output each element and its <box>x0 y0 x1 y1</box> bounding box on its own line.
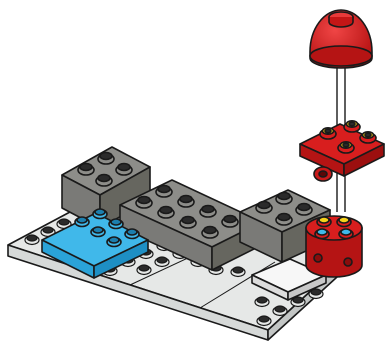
brick-2x2-dark-gray-right <box>239 189 331 263</box>
dome-red-exploded <box>309 9 373 69</box>
plate-blue <box>41 208 149 279</box>
brick-2x2-dark-gray <box>61 146 151 229</box>
plate-2x2-red-exploded <box>299 120 385 182</box>
round-brick-red <box>305 215 363 278</box>
